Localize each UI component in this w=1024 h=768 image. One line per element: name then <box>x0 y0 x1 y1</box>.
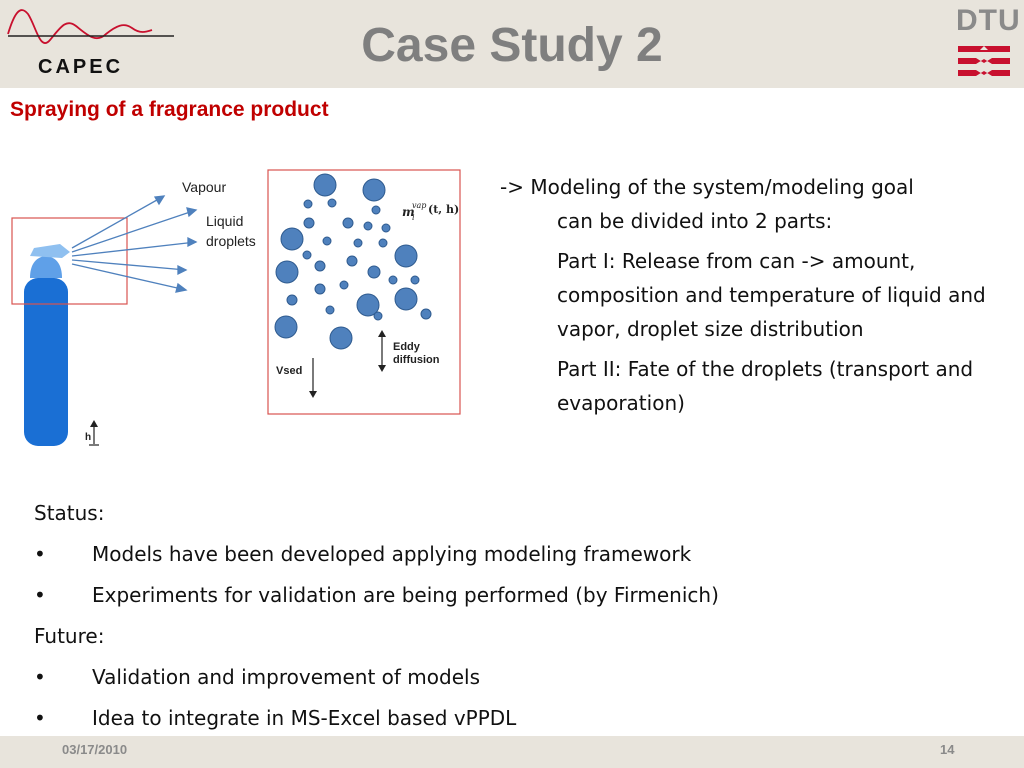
page-number: 14 <box>940 742 955 757</box>
spray-bottle-body <box>24 278 68 446</box>
spray-diagram: Vapour Liquid droplets h <box>11 169 461 446</box>
model-description: -> Modeling of the system/modeling goal … <box>500 170 1000 420</box>
bullet-icon: • <box>34 583 46 607</box>
status-section: Status: • Models have been developed app… <box>34 496 994 742</box>
vapour-label: Vapour <box>182 179 226 195</box>
diffusion-label: diffusion <box>393 354 440 366</box>
description-part-2: Part II: Fate of the droplets (transport… <box>557 357 974 415</box>
height-arrow-head <box>90 420 98 427</box>
droplets-label: droplets <box>206 233 256 249</box>
height-label: h <box>85 432 91 443</box>
liquid-label: Liquid <box>206 213 243 229</box>
capec-logo-text: CAPEC <box>38 56 124 78</box>
list-item: • Validation and improvement of models <box>34 660 994 701</box>
eddy-label: Eddy <box>393 341 421 353</box>
vsed-label: Vsed <box>276 365 302 377</box>
future-heading: Future: <box>34 624 105 648</box>
status-heading: Status: <box>34 501 105 525</box>
svg-text:m: m <box>402 205 415 219</box>
bullet-icon: • <box>34 542 46 566</box>
droplet-panel <box>267 169 461 415</box>
svg-text:i: i <box>412 213 415 222</box>
list-item: • Models have been developed applying mo… <box>34 537 994 578</box>
bullet-icon: • <box>34 665 46 689</box>
description-part-1: Part I: Release from can -> amount, comp… <box>557 249 986 341</box>
capec-logo: CAPEC <box>6 4 176 80</box>
nozzle-highlight-box <box>11 217 128 305</box>
bullet-icon: • <box>34 706 46 730</box>
footer-band <box>0 736 1024 768</box>
dtu-logo-text: DTU <box>956 4 1021 37</box>
spray-arrows <box>71 195 198 293</box>
spray-bottle-neck <box>30 256 62 278</box>
dtu-emblem-icon <box>958 46 1010 76</box>
section-subtitle: Spraying of a fragrance product <box>10 98 329 121</box>
page-title: Case Study 2 <box>361 19 663 72</box>
description-line-2: can be divided into 2 parts: <box>557 209 833 233</box>
svg-text:(t, h): (t, h) <box>428 203 459 216</box>
list-item: • Idea to integrate in MS-Excel based vP… <box>34 701 994 742</box>
dtu-logo: DTU <box>950 4 1020 86</box>
droplets <box>274 173 432 350</box>
capec-wave-icon <box>7 9 174 44</box>
list-item: • Experiments for validation are being p… <box>34 578 994 619</box>
spray-nozzle <box>30 244 70 258</box>
vapor-mass-formula: m i vap (t, h) <box>402 201 459 222</box>
footer-date: 03/17/2010 <box>62 742 128 757</box>
header-band <box>0 0 1024 88</box>
description-line-1: -> Modeling of the system/modeling goal <box>500 175 914 199</box>
svg-text:vap: vap <box>412 201 426 210</box>
